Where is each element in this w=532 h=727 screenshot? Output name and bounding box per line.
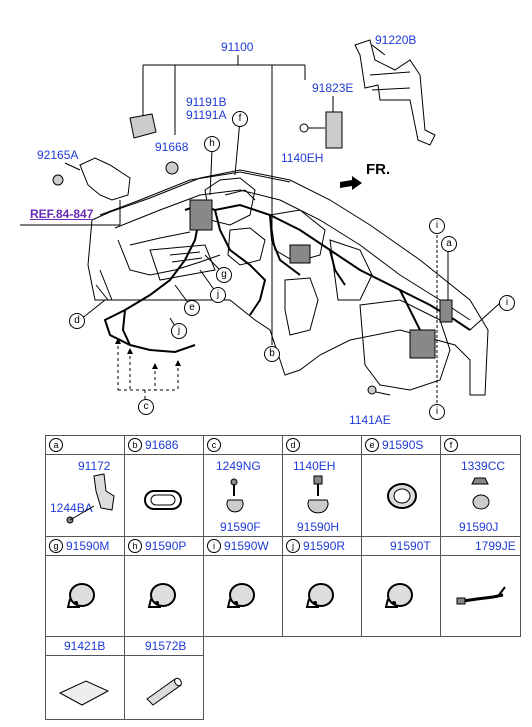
label-91668: 91668 <box>155 140 189 154</box>
clip-icon <box>471 477 490 510</box>
label-91191B: 91191B <box>186 95 227 109</box>
part-code: 91590M <box>66 539 110 553</box>
tube-icon <box>146 677 182 706</box>
part-label: 1140EH <box>293 459 336 473</box>
tag-b: b <box>128 438 142 452</box>
tag-f: f <box>444 438 458 452</box>
callout-e: e <box>184 300 200 316</box>
part-label: 1244BA <box>50 501 93 515</box>
wiring-diagram: 91100 91220B 91823E 91191B 91191A 91668 … <box>20 33 515 427</box>
callout-j: j <box>171 323 187 339</box>
part-code: 1799JE <box>475 539 516 553</box>
part-code: 91590T <box>390 539 431 553</box>
tag-c: c <box>207 438 221 452</box>
label-91220B: 91220B <box>375 33 417 47</box>
callout-f: f <box>232 111 248 127</box>
label-91823E: 91823E <box>312 81 354 95</box>
part-cell-a: a 91172 1244BA <box>45 435 125 537</box>
part-cell-d: d 1140EH 91590H <box>282 435 362 537</box>
part-code: 91590W <box>224 539 269 553</box>
tag-a: a <box>49 438 63 452</box>
clamp-icon <box>226 583 255 608</box>
bracket-icon <box>66 473 115 524</box>
label-92165A: 92165A <box>37 148 79 162</box>
clamp-icon <box>147 583 176 608</box>
part-cell-f: f 1339CC 91590J <box>440 435 521 537</box>
callout-h: h <box>204 136 220 152</box>
part-code: 91572B <box>145 639 187 653</box>
part-cell-91590T: 91590T <box>361 536 441 637</box>
part-label: 91590F <box>220 520 261 534</box>
part-code: 91686 <box>145 438 179 452</box>
tag-e: e <box>365 438 379 452</box>
part-label: 91590J <box>459 520 499 534</box>
callout-j: j <box>210 287 226 303</box>
callout-d: d <box>69 313 85 329</box>
callout-i: i <box>429 404 445 420</box>
clamp-icon <box>66 583 95 608</box>
part-cell-c: c 1249NG 91590F <box>203 435 283 537</box>
part-code: 91421B <box>64 639 106 653</box>
label-1140EH: 1140EH <box>281 151 324 165</box>
callout-b: b <box>264 346 280 362</box>
part-label: 1249NG <box>216 459 261 473</box>
part-code: 91590S <box>382 438 424 452</box>
clamp-icon <box>305 583 334 608</box>
tag-j: j <box>286 539 300 553</box>
pad-icon <box>58 680 110 706</box>
part-code: 91590P <box>145 539 187 553</box>
part-cell-91572B: 91572B <box>124 636 204 720</box>
callout-i: i <box>429 218 445 234</box>
clip-icon <box>226 478 244 513</box>
callout-a: a <box>441 236 457 252</box>
part-cell-1799JE: 1799JE <box>440 536 521 637</box>
tag-i: i <box>207 539 221 553</box>
part-code: 91590R <box>303 539 346 553</box>
callout-i: i <box>499 295 515 311</box>
tag-d: d <box>286 438 300 452</box>
part-label: 91590H <box>297 520 340 534</box>
part-label: 91172 <box>78 459 111 473</box>
tag-h: h <box>128 539 142 553</box>
front-direction-label: FR. <box>366 161 391 178</box>
part-cell-91421B: 91421B <box>45 636 125 720</box>
cable-tie-icon <box>456 586 506 605</box>
ref-link[interactable]: REF.84-847 <box>30 207 94 221</box>
grommet-icon <box>144 490 182 510</box>
label-91100: 91100 <box>221 40 254 54</box>
clip-icon <box>307 475 329 514</box>
label-91191A: 91191A <box>186 108 227 122</box>
clamp-icon <box>384 583 413 608</box>
part-label: 1339CC <box>461 459 506 473</box>
callout-c: c <box>138 399 154 415</box>
tag-g: g <box>49 539 63 553</box>
dashboard-illustration <box>20 39 501 405</box>
clamp-icon <box>387 483 417 509</box>
callout-g: g <box>216 267 232 283</box>
label-1141AE: 1141AE <box>349 413 391 427</box>
